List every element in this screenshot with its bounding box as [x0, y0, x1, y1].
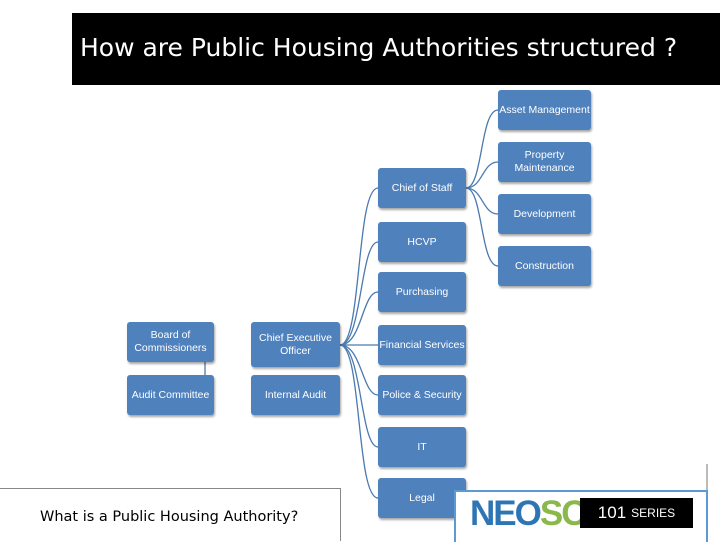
hcvp-box: HCVP: [378, 222, 466, 262]
ceo-box: Chief Executive Officer: [251, 322, 340, 367]
slide-title: How are Public Housing Authorities struc…: [80, 33, 678, 62]
chief-of-staff-box: Chief of Staff: [378, 168, 466, 208]
property-maintenance-box: Property Maintenance: [498, 142, 591, 182]
development-box: Development: [498, 194, 591, 234]
internal-audit-box: Internal Audit: [251, 375, 340, 415]
footer-question: What is a Public Housing Authority?: [40, 509, 299, 525]
neoscc-logo: NEOSCC 101 SERIES: [454, 490, 708, 542]
series-number: 101: [597, 503, 627, 522]
it-box: IT: [378, 427, 466, 467]
logo-neo: NEO: [470, 494, 542, 533]
police-security-box: Police & Security: [378, 375, 466, 415]
audit-committee-box: Audit Committee: [127, 375, 214, 415]
purchasing-box: Purchasing: [378, 272, 466, 312]
board-of-commissioners-box: Board of Commissioners: [127, 322, 214, 362]
legal-box: Legal: [378, 478, 466, 518]
asset-management-box: Asset Management: [498, 90, 591, 130]
series-badge: 101 SERIES: [580, 498, 693, 528]
title-bar: How are Public Housing Authorities struc…: [72, 13, 720, 85]
footer-question-panel: What is a Public Housing Authority?: [0, 488, 341, 541]
construction-box: Construction: [498, 246, 591, 286]
series-word: SERIES: [631, 506, 676, 520]
financial-services-box: Financial Services: [378, 325, 466, 365]
